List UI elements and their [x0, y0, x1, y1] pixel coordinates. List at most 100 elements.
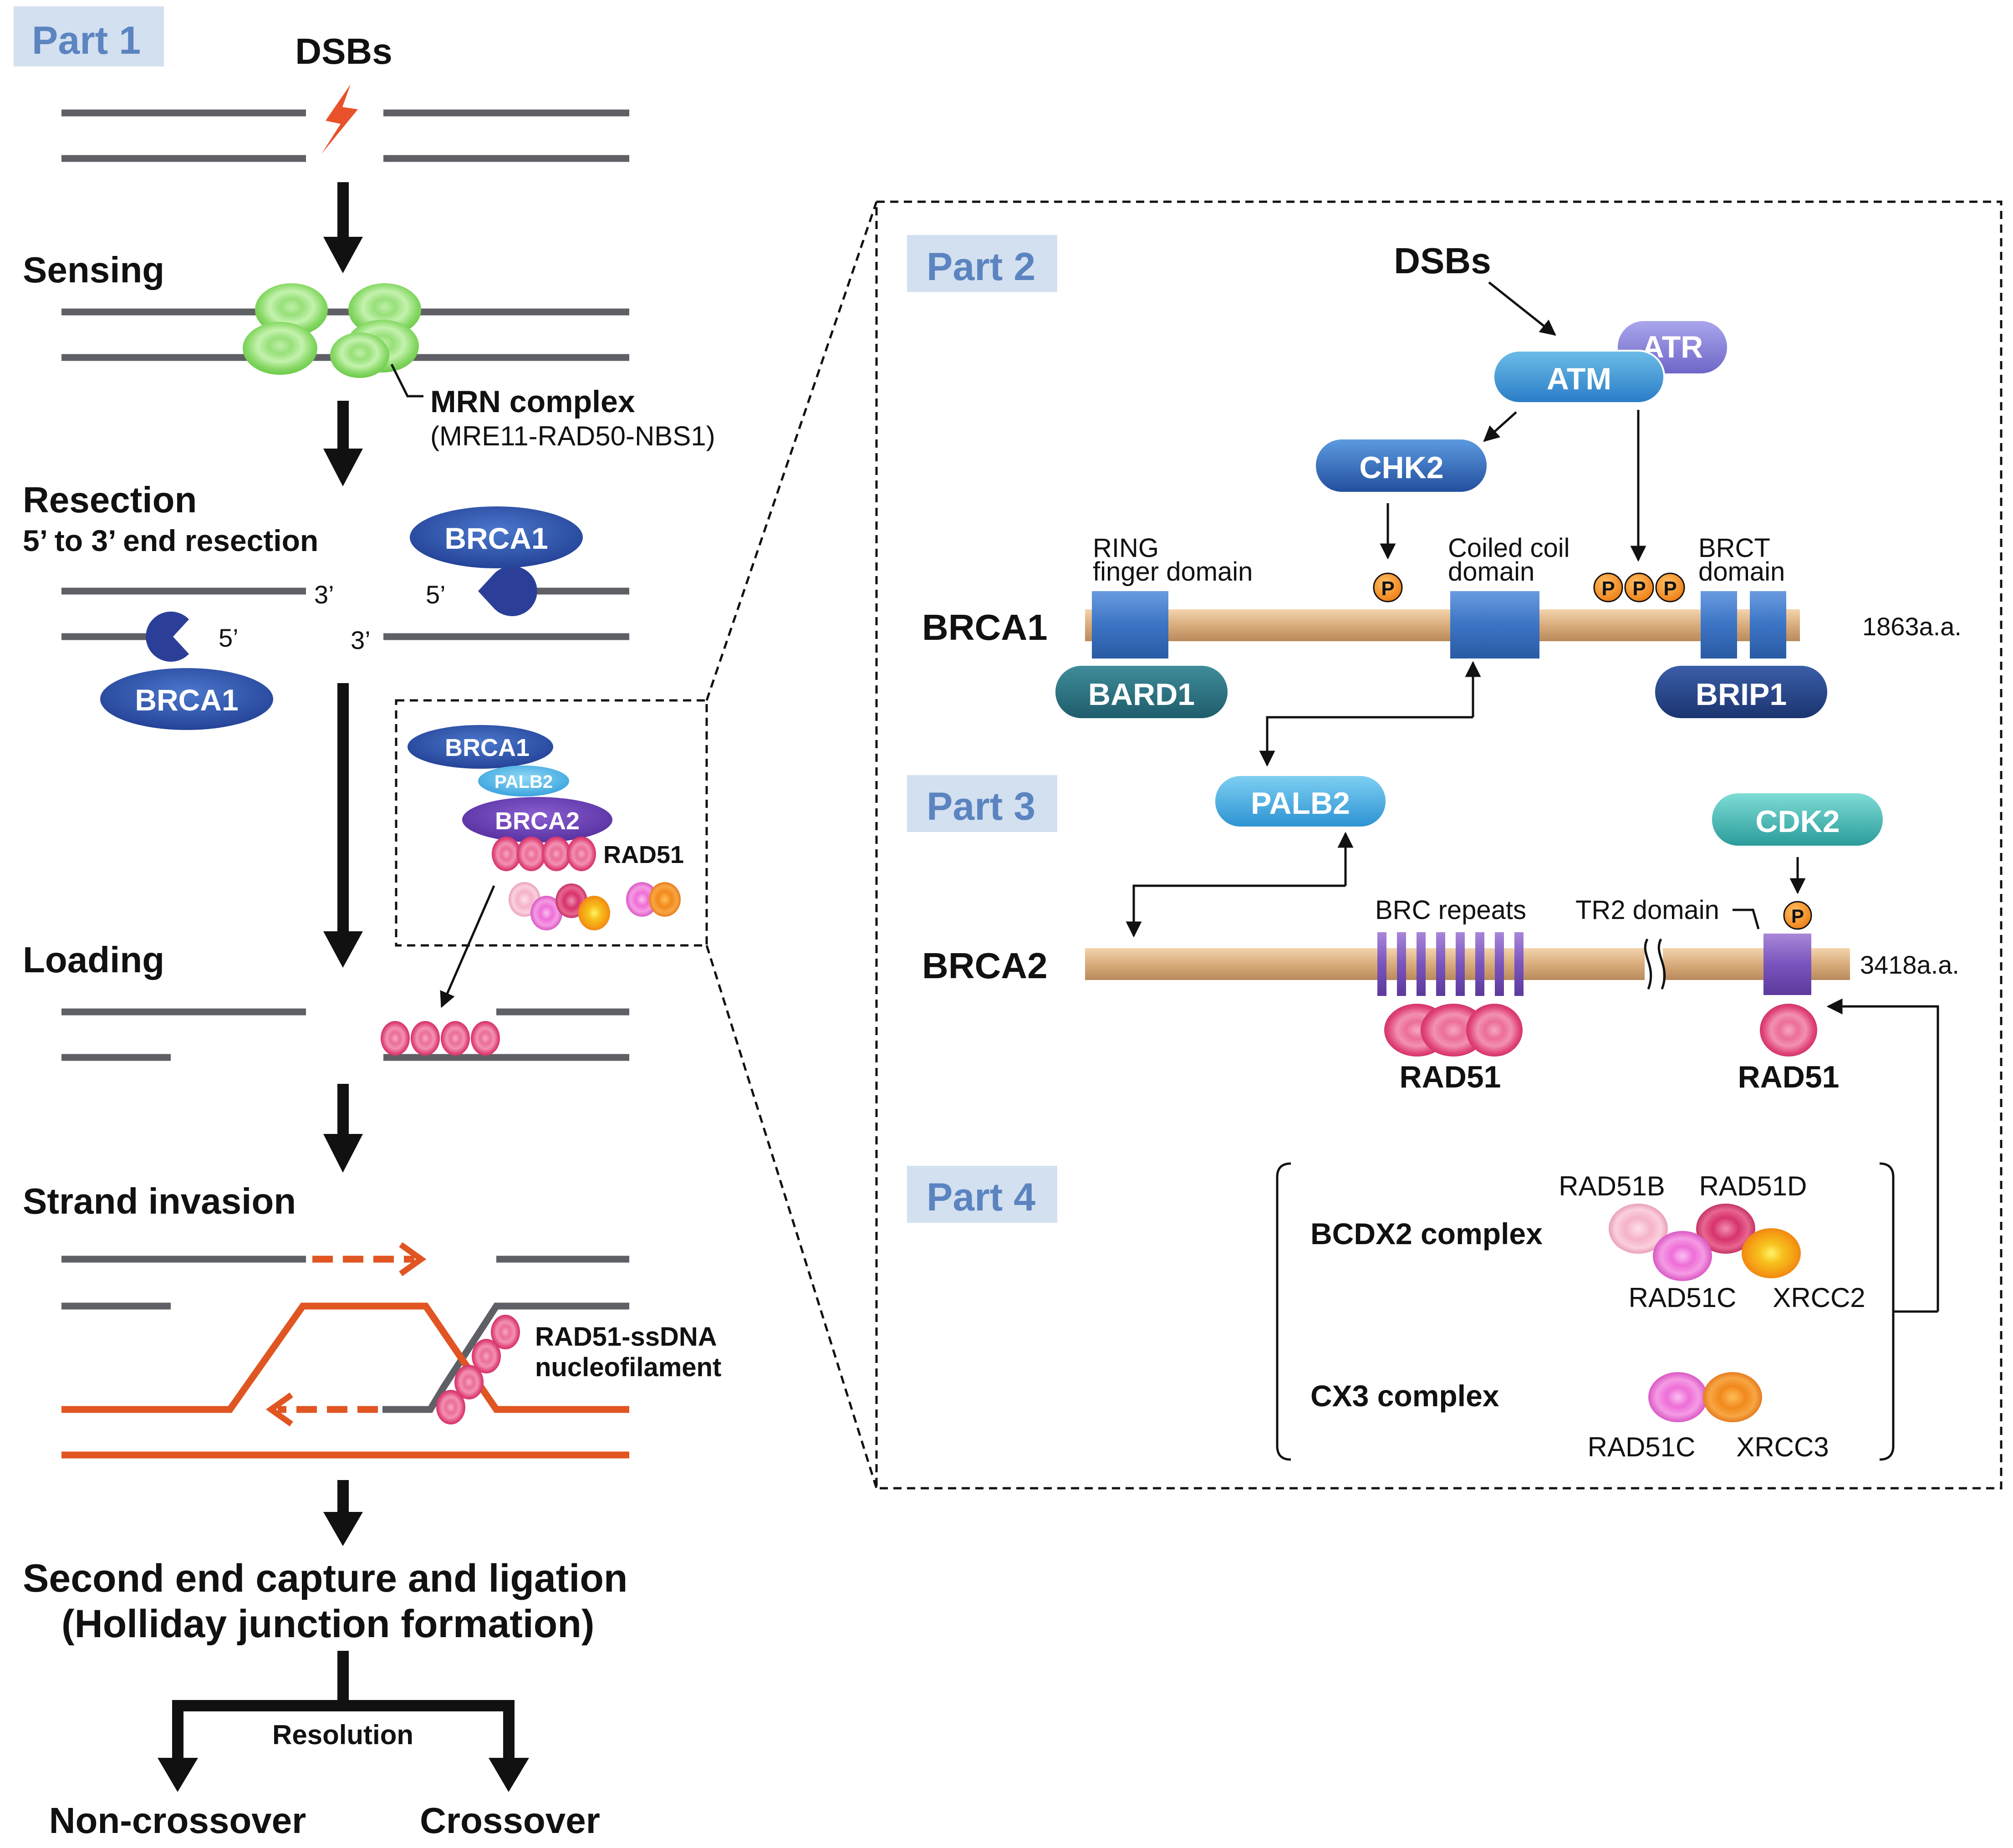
rad51d-label: RAD51D — [1699, 1171, 1807, 1201]
atm-pill — [1493, 350, 1665, 404]
brip1-pill — [1655, 666, 1827, 718]
brc-repeat-blocks — [1377, 932, 1524, 996]
zoom-line-bottom — [705, 945, 878, 1489]
nucleofilament-label-1: RAD51-ssDNA — [535, 1322, 717, 1352]
brca1-left-label: BRCA1 — [135, 683, 238, 717]
nucleofilament-label-2: nucleofilament — [535, 1353, 721, 1382]
cluster-rad51-icons — [492, 837, 596, 871]
brip1-label: BRIP1 — [1696, 677, 1787, 712]
brc-repeats-label: BRC repeats — [1375, 895, 1526, 925]
ring-label-1: RING — [1093, 533, 1159, 563]
rad51b-label: RAD51B — [1559, 1171, 1665, 1201]
part3-tag: Part 3 — [927, 785, 1035, 828]
part1-tag: Part 1 — [32, 19, 141, 62]
loading-dna — [61, 1008, 629, 1061]
coiled-to-palb2-arrow — [1259, 716, 1473, 767]
brca1-left-icon — [100, 668, 273, 730]
bar-break-icon — [1644, 938, 1666, 990]
coiled-label-1: Coiled coil — [1448, 533, 1570, 563]
brct-label-2: domain — [1698, 557, 1785, 587]
tr2-domain-block — [1763, 934, 1811, 995]
brca1-right-icon — [410, 506, 583, 568]
loading-label: Loading — [23, 939, 164, 980]
resolution-label: Resolution — [272, 1720, 413, 1750]
atm-label: ATM — [1547, 362, 1611, 396]
mrn-subunits-label: (MRE11-RAD50-NBS1) — [430, 421, 715, 451]
svg-text:P: P — [1632, 577, 1646, 600]
brca1-protein-label: BRCA1 — [922, 607, 1048, 648]
step-arrow — [323, 182, 363, 273]
non-crossover-label: Non-crossover — [49, 1800, 306, 1841]
right-bracket — [1879, 1162, 1895, 1461]
part2-tag: Part 2 — [927, 245, 1035, 289]
resection-dna — [61, 587, 629, 640]
cluster-rad51-label: RAD51 — [603, 841, 684, 868]
resolution-fork — [158, 1651, 529, 1792]
zoom-line-top — [705, 201, 878, 701]
tr2-rad51-icon — [1760, 1004, 1817, 1057]
cx3-complex-label: CX3 complex — [1310, 1379, 1499, 1413]
part1-tag-box — [14, 6, 164, 66]
part2-panel: Part 2 DSBs ATR ATM CHK2 RING finger dom… — [907, 235, 1962, 767]
rad51-right-label: RAD51 — [1738, 1060, 1840, 1094]
mrn-leader-line — [390, 363, 423, 398]
step-arrow — [323, 401, 363, 486]
svg-text:P: P — [1601, 577, 1615, 600]
part1-panel: Part 1 DSBs Sensing MRN complex (MRE11-R — [14, 6, 721, 1841]
ring-domain-block — [1092, 591, 1168, 659]
nucleofilament-rad51-icons — [436, 1315, 520, 1424]
cluster-paralog-icons — [509, 882, 681, 930]
cluster-to-dna-arrow — [440, 885, 495, 1008]
capture-label-2: (Holliday junction formation) — [61, 1602, 595, 1646]
cluster-brca2-label: BRCA2 — [495, 807, 580, 835]
palb2-pill — [1213, 774, 1387, 828]
svg-text:P: P — [1663, 577, 1677, 600]
rad51-left-label: RAD51 — [1400, 1060, 1501, 1094]
part2-dsbs-label: DSBs — [1394, 240, 1491, 281]
brca1-phospho-sites: P P P P — [1373, 572, 1685, 602]
brct-domain-block-1 — [1701, 591, 1737, 659]
rad51c-b-label: RAD51C — [1588, 1432, 1696, 1462]
exonuclease-icon — [146, 612, 189, 662]
end-3-prime-label: 3’ — [351, 626, 371, 654]
left-bracket — [1276, 1162, 1291, 1461]
bard1-pill — [1055, 666, 1228, 718]
cdk2-phospho-label: P — [1791, 905, 1804, 927]
loading-rad51-icons — [381, 1021, 500, 1056]
cluster-brca1-label: BRCA1 — [445, 734, 530, 761]
bcdx2-complex-icons — [1609, 1204, 1801, 1281]
resection-sub-label: 5’ to 3’ end resection — [23, 524, 318, 557]
brca2-protein-bar — [1085, 948, 1850, 980]
step-arrow — [323, 1084, 363, 1173]
crossover-label: Crossover — [420, 1800, 600, 1841]
brct-domain-block-2 — [1750, 591, 1786, 659]
brct-label-1: BRCT — [1698, 533, 1770, 563]
atm-to-chk2-arrow — [1483, 411, 1517, 442]
bard1-label: BARD1 — [1088, 677, 1195, 712]
cluster-palb2-label: PALB2 — [494, 772, 553, 792]
ring-label-2: finger domain — [1093, 557, 1253, 587]
bcdx2-to-rad51-arrow — [1826, 998, 1939, 1312]
cluster-palb2-icon — [478, 766, 569, 796]
palb2-label: PALB2 — [1251, 786, 1350, 821]
step-arrow-long — [323, 683, 363, 968]
sensing-label: Sensing — [23, 250, 164, 290]
cdk2-pill — [1712, 793, 1883, 846]
coiled-label-2: domain — [1448, 557, 1534, 587]
detail-panel-box — [875, 200, 2003, 1490]
strand-invasion-label: Strand invasion — [23, 1181, 296, 1221]
dsbs-label: DSBs — [295, 31, 392, 71]
cluster-brca2-icon — [462, 797, 612, 842]
tr2-leader-line — [1733, 909, 1760, 929]
cluster-brca1-icon — [408, 725, 553, 769]
part4-tag: Part 4 — [927, 1175, 1035, 1219]
part4-tag-box — [907, 1166, 1057, 1223]
end-3-prime-label: 3’ — [314, 580, 334, 609]
cluster-inset-box — [395, 699, 708, 947]
palb2-to-brca2-arrow — [1126, 884, 1345, 938]
xrcc3-label: XRCC3 — [1736, 1432, 1829, 1462]
break-bolt-icon — [321, 84, 358, 154]
invasion-dashed-arrows — [265, 1242, 427, 1427]
